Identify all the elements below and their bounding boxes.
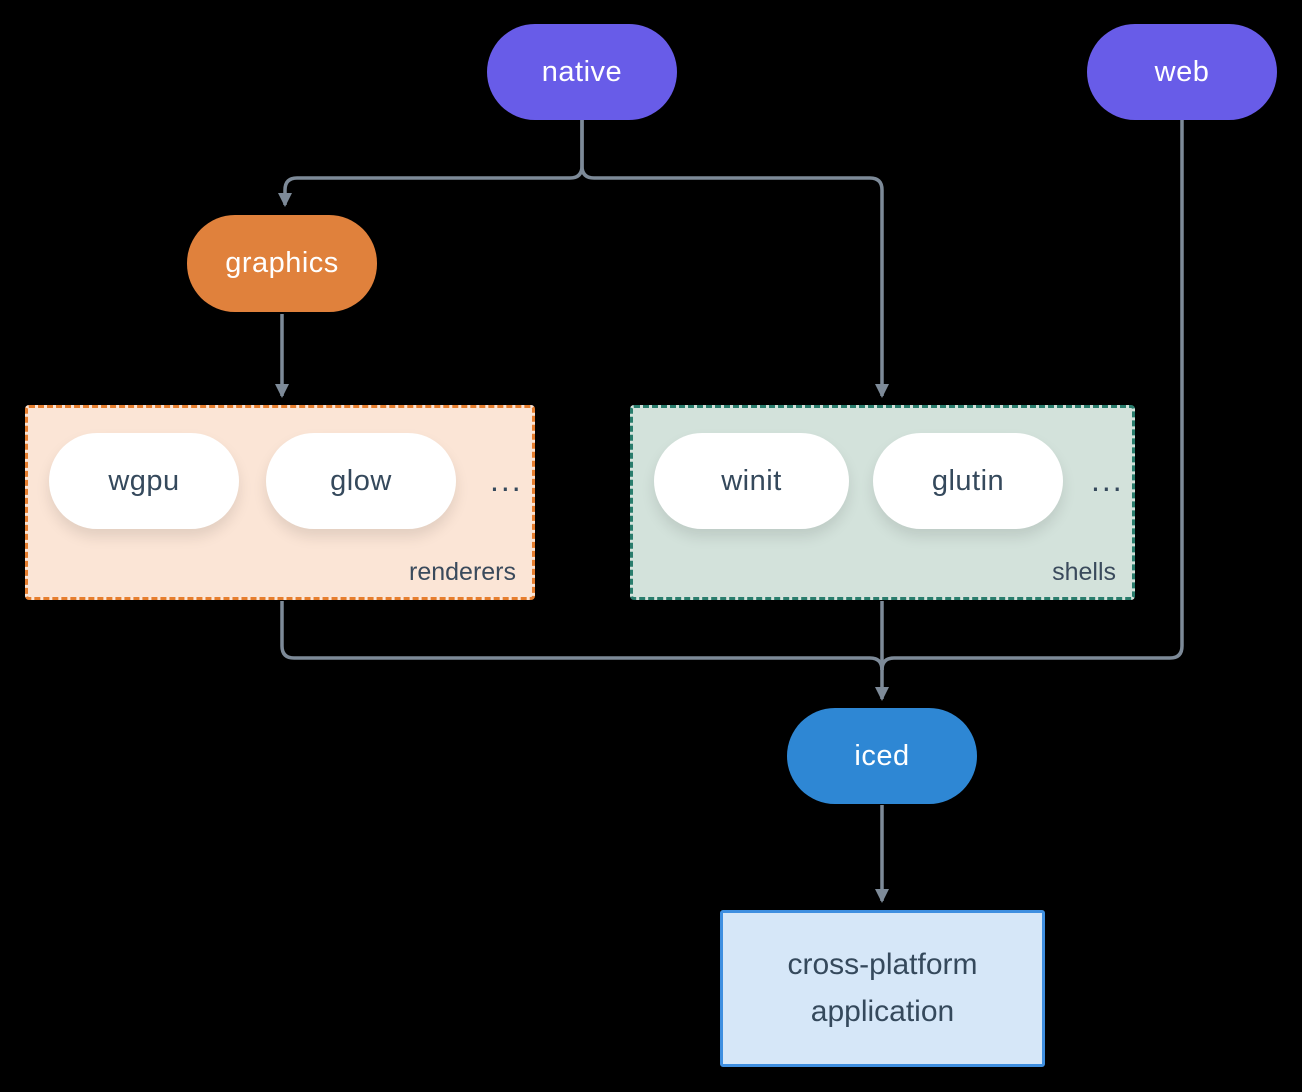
shells-group-label: shells	[1052, 558, 1116, 586]
node-native-label: native	[541, 55, 623, 88]
node-winit-label: winit	[721, 464, 782, 497]
node-web-label: web	[1154, 55, 1210, 88]
group-shells: winit glutin ... shells	[630, 405, 1135, 600]
node-wgpu-label: wgpu	[108, 464, 180, 497]
node-winit: winit	[654, 433, 849, 529]
node-iced: iced	[787, 708, 977, 804]
shells-ellipsis: ...	[1091, 462, 1124, 498]
node-graphics: graphics	[187, 215, 377, 312]
node-glutin: glutin	[873, 433, 1063, 529]
node-wgpu: wgpu	[49, 433, 239, 529]
renderers-ellipsis: ...	[490, 462, 523, 498]
node-glow: glow	[266, 433, 456, 529]
edge-native-to-graphics	[278, 120, 584, 207]
node-cross-platform-application: cross-platform application	[720, 910, 1045, 1067]
node-glutin-label: glutin	[931, 464, 1005, 497]
node-glow-label: glow	[330, 464, 392, 497]
node-iced-label: iced	[854, 739, 910, 772]
group-renderers: wgpu glow ... renderers	[25, 405, 535, 600]
node-web: web	[1087, 24, 1277, 120]
edge-native-to-shells	[580, 120, 889, 398]
node-graphics-label: graphics	[225, 247, 339, 279]
application-label: cross-platform application	[787, 948, 978, 1028]
edge-renderers-to-merge	[280, 601, 884, 671]
node-native: native	[487, 24, 677, 120]
renderers-group-label: renderers	[409, 558, 516, 586]
